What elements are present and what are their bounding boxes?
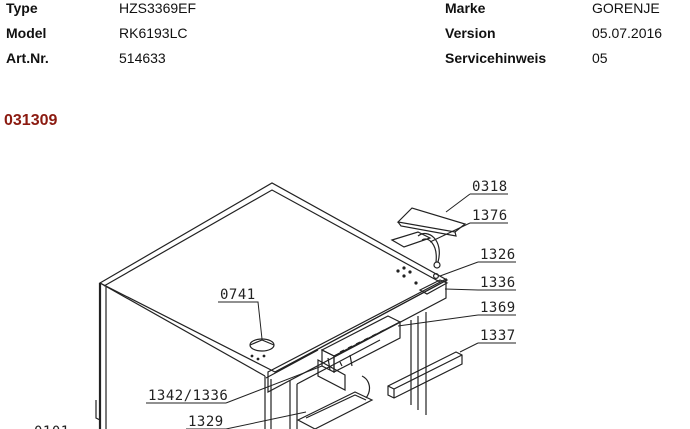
- callout-1329: 1329: [188, 414, 224, 429]
- part-1376-bracket: [390, 231, 432, 248]
- service-value: 05: [592, 50, 608, 66]
- artnr-value: 514633: [119, 50, 166, 66]
- section-code: 031309: [4, 112, 58, 129]
- top-holes: [250, 266, 418, 361]
- model-value: RK6193LC: [119, 25, 188, 41]
- version-value: 05.07.2016: [592, 25, 663, 41]
- part-1326-screw: [433, 273, 440, 280]
- callout-1369: 1369: [480, 300, 516, 316]
- shelf-part: [296, 391, 374, 429]
- model-label: Model: [6, 25, 47, 41]
- callout-1337: 1337: [480, 328, 516, 344]
- cabinet-top-inner-edge: [103, 189, 441, 287]
- artnr-label: Art.Nr.: [6, 50, 49, 66]
- part-0318-cover: [396, 207, 467, 233]
- callout-0741: 0741: [220, 287, 256, 303]
- type-value: HZS3369EF: [119, 0, 197, 16]
- front-frame-rail: [267, 278, 447, 393]
- version-label: Version: [445, 25, 496, 41]
- callout-0318: 0318: [472, 179, 508, 195]
- marke-label: Marke: [445, 0, 486, 16]
- callout-0101: 0101: [34, 424, 70, 429]
- type-label: Type: [6, 0, 38, 16]
- callout-1376: 1376: [472, 208, 508, 224]
- lower-bar: [387, 351, 463, 399]
- service-label: Servicehinweis: [445, 50, 547, 66]
- callout-1342-1336: 1342/1336: [148, 388, 228, 404]
- callout-1326: 1326: [480, 247, 516, 263]
- part-0741-cap: [249, 338, 275, 352]
- marke-value: GORENJE: [592, 0, 660, 16]
- callout-1336: 1336: [480, 275, 516, 291]
